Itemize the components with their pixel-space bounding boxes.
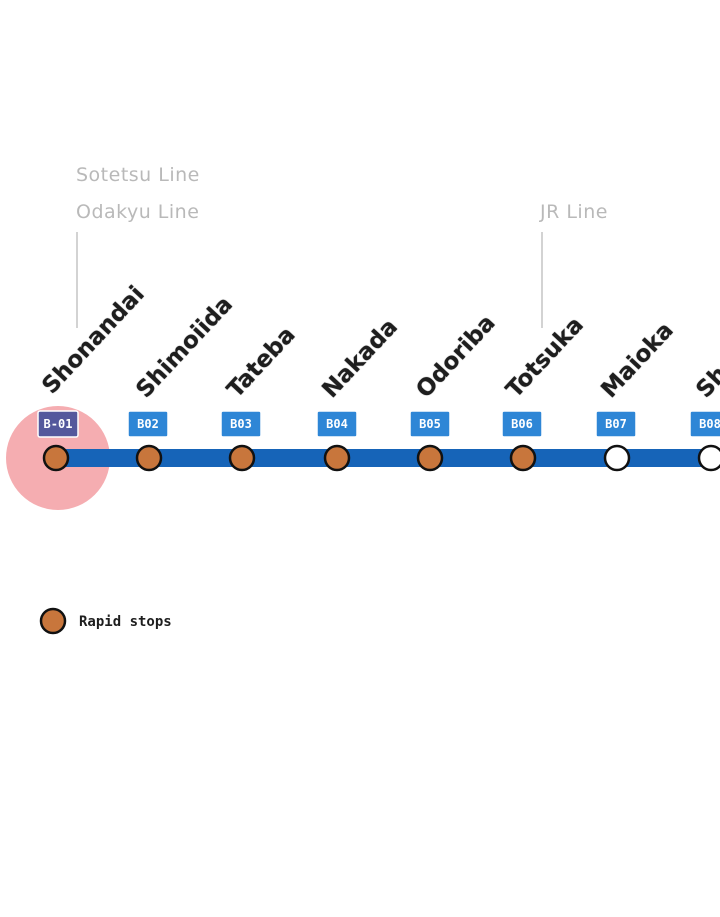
route-line: [56, 449, 720, 467]
station-name: Maioka: [596, 317, 678, 403]
station-name: Shimoiida: [131, 291, 238, 403]
station-b07[interactable]: Maioka B07: [595, 317, 679, 472]
station-b06[interactable]: Totsuka B06: [501, 312, 589, 472]
station-code-badge: [501, 410, 543, 438]
station-name: Tateba: [222, 322, 300, 403]
station-stop-icon: [228, 444, 256, 472]
transfer-label-sotetsu: Sotetsu Line: [76, 164, 200, 186]
station-b04[interactable]: Nakada B04: [316, 314, 403, 472]
station-stop-icon: [323, 444, 351, 472]
station-code: B-01: [44, 417, 73, 431]
stations: Shonandai B-01 Shimoiida B02 Tateba B03 …: [37, 281, 720, 472]
station-code: B04: [326, 417, 348, 431]
station-stop-icon: [603, 444, 631, 472]
station-code: B08: [699, 417, 720, 431]
station-code-badge: [595, 410, 637, 438]
station-stop-icon: [509, 444, 537, 472]
station-code-badge: [37, 410, 79, 438]
legend-label: Rapid stops: [79, 614, 172, 630]
transfer-label-jr: JR Line: [539, 201, 608, 223]
station-code-badge: [127, 410, 169, 438]
station-stop-icon: [416, 444, 444, 472]
station-stop-icon: [135, 444, 163, 472]
station-code: B07: [605, 417, 627, 431]
station-name: Totsuka: [501, 312, 588, 403]
transfer-label-odakyu: Odakyu Line: [76, 201, 199, 223]
station-code-badge: [316, 410, 358, 438]
station-code: B06: [511, 417, 533, 431]
station-code: B05: [419, 417, 441, 431]
station-stop-icon: [697, 444, 720, 472]
station-name: Sh: [691, 361, 720, 403]
legend: Rapid stops: [39, 607, 172, 635]
station-b03[interactable]: Tateba B03: [220, 322, 301, 472]
station-name: Nakada: [317, 314, 403, 403]
station-code: B03: [230, 417, 252, 431]
station-name: Shonandai: [37, 281, 149, 399]
station-b05[interactable]: Odoriba B05: [409, 310, 501, 472]
station-stop-icon: [42, 444, 70, 472]
station-code-badge: [220, 410, 262, 438]
station-code-badge: [409, 410, 451, 438]
station-name: Odoriba: [411, 310, 500, 403]
station-code-badge: [689, 410, 720, 438]
rapid-stop-circle-icon: [39, 607, 67, 635]
station-code: B02: [137, 417, 159, 431]
station-b02[interactable]: Shimoiida B02: [127, 291, 238, 472]
